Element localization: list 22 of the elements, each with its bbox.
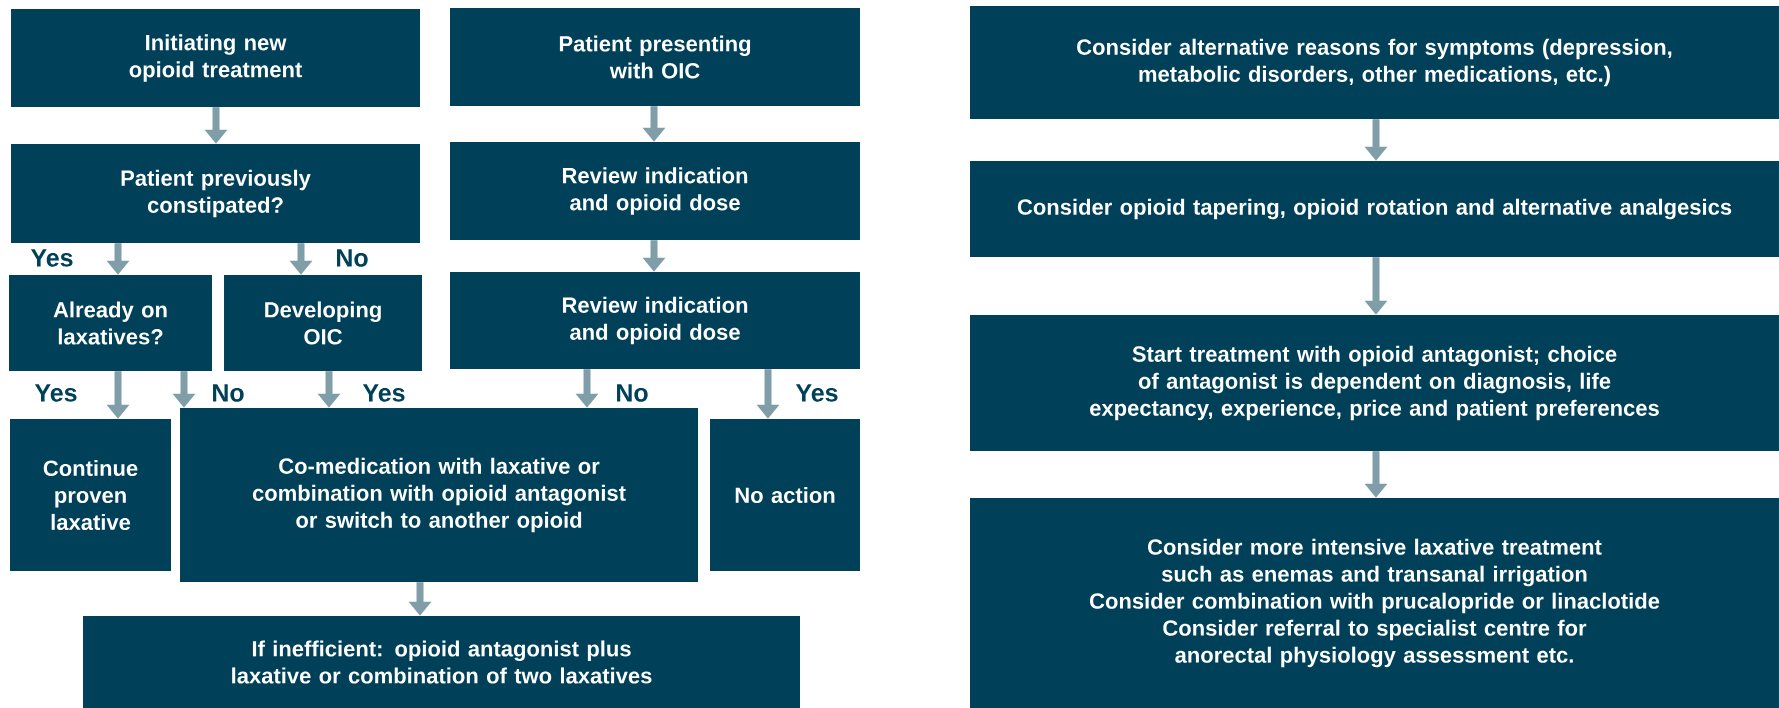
process-box: Patient presenting with OIC — [450, 8, 860, 106]
process-box: If inefficient: opioid antagonist plus laxative or combination of two laxatives — [83, 616, 800, 708]
edge-label: Yes — [33, 383, 79, 403]
process-box: Initiating new opioid treatment — [11, 9, 420, 107]
process-box: Consider opioid tapering, opioid rotation and alternative analgesics — [970, 161, 1779, 257]
process-box: Consider alternative reasons for symptoms (depression, metabolic disorders, other medications, etc.) — [970, 6, 1779, 119]
edge-label: Yes — [361, 383, 407, 403]
process-box: Continue proven laxative — [10, 419, 171, 571]
process-box: Patient previously constipated? — [11, 144, 420, 243]
edge-label: Yes — [29, 248, 75, 268]
edge-label: No — [210, 383, 246, 403]
process-box: Consider more intensive laxative treatment such as enemas and transanal irrigation Consider combination with prucalopride or linaclotide Consider referral to specialist centre for anorectal physiology assessment etc. — [970, 498, 1779, 708]
edge-label: Yes — [794, 383, 840, 403]
process-box: Start treatment with opioid antagonist; choice of antagonist is dependent on diagnosis, life expectancy, experience, price and patient preferences — [970, 315, 1779, 451]
process-box: Already on laxatives? — [9, 275, 212, 371]
process-box: Review indication and opioid dose — [450, 272, 860, 369]
process-box: Review indication and opioid dose — [450, 142, 860, 240]
process-box: Co-medication with laxative or combination with opioid antagonist or switch to another opioid — [180, 408, 698, 582]
edge-label: No — [334, 248, 370, 268]
process-box: No action — [710, 419, 860, 571]
process-box: Developing OIC — [224, 275, 422, 371]
edge-label: No — [614, 383, 650, 403]
